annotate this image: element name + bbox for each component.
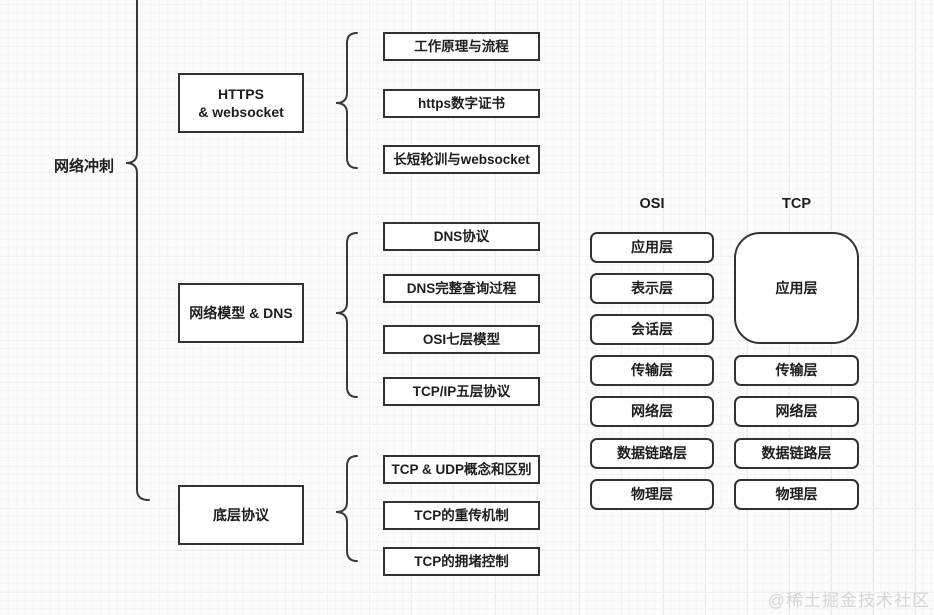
topic-node: OSI七层模型 — [383, 325, 540, 354]
tcp-layer-box: 网络层 — [734, 396, 859, 427]
topic-node: 长短轮训与websocket — [383, 145, 540, 174]
topic-node: DNS完整查询过程 — [383, 274, 540, 303]
osi-column-header: OSI — [639, 196, 665, 212]
tcp-application-layer-box: 应用层 — [734, 232, 859, 344]
root-brace — [125, 0, 150, 501]
branch-brace-dns — [335, 232, 358, 398]
topic-node: DNS协议 — [383, 222, 540, 251]
topic-node: 工作原理与流程 — [383, 32, 540, 61]
branch-node-https: HTTPS & websocket — [178, 73, 304, 133]
branch-node-network-model-dns: 网络模型 & DNS — [178, 283, 304, 343]
topic-node: https数字证书 — [383, 89, 540, 118]
branch-brace-https — [335, 32, 358, 169]
osi-layer-box: 会话层 — [590, 314, 714, 345]
tcp-column-header: TCP — [782, 196, 811, 212]
tcp-layer-box: 传输层 — [734, 355, 859, 386]
topic-node: TCP/IP五层协议 — [383, 377, 540, 406]
osi-layer-box: 网络层 — [590, 396, 714, 427]
topic-node: TCP & UDP概念和区别 — [383, 455, 540, 484]
branch-node-lowlevel-protocol: 底层协议 — [178, 485, 304, 545]
osi-layer-box: 物理层 — [590, 479, 714, 510]
branch-label-line2: & websocket — [198, 104, 284, 120]
osi-layer-box: 应用层 — [590, 232, 714, 263]
osi-layer-box: 传输层 — [590, 355, 714, 386]
tcp-layer-box: 数据链路层 — [734, 438, 859, 469]
watermark: @稀土掘金技术社区 — [767, 591, 930, 610]
root-node-label: 网络冲刺 — [54, 158, 115, 175]
branch-label-line1: HTTPS — [218, 85, 264, 102]
topic-node: TCP的重传机制 — [383, 501, 540, 530]
tcp-layer-box: 物理层 — [734, 479, 859, 510]
osi-layer-box: 表示层 — [590, 273, 714, 304]
osi-layer-box: 数据链路层 — [590, 438, 714, 469]
branch-brace-lowlevel — [335, 455, 358, 562]
topic-node: TCP的拥堵控制 — [383, 547, 540, 576]
